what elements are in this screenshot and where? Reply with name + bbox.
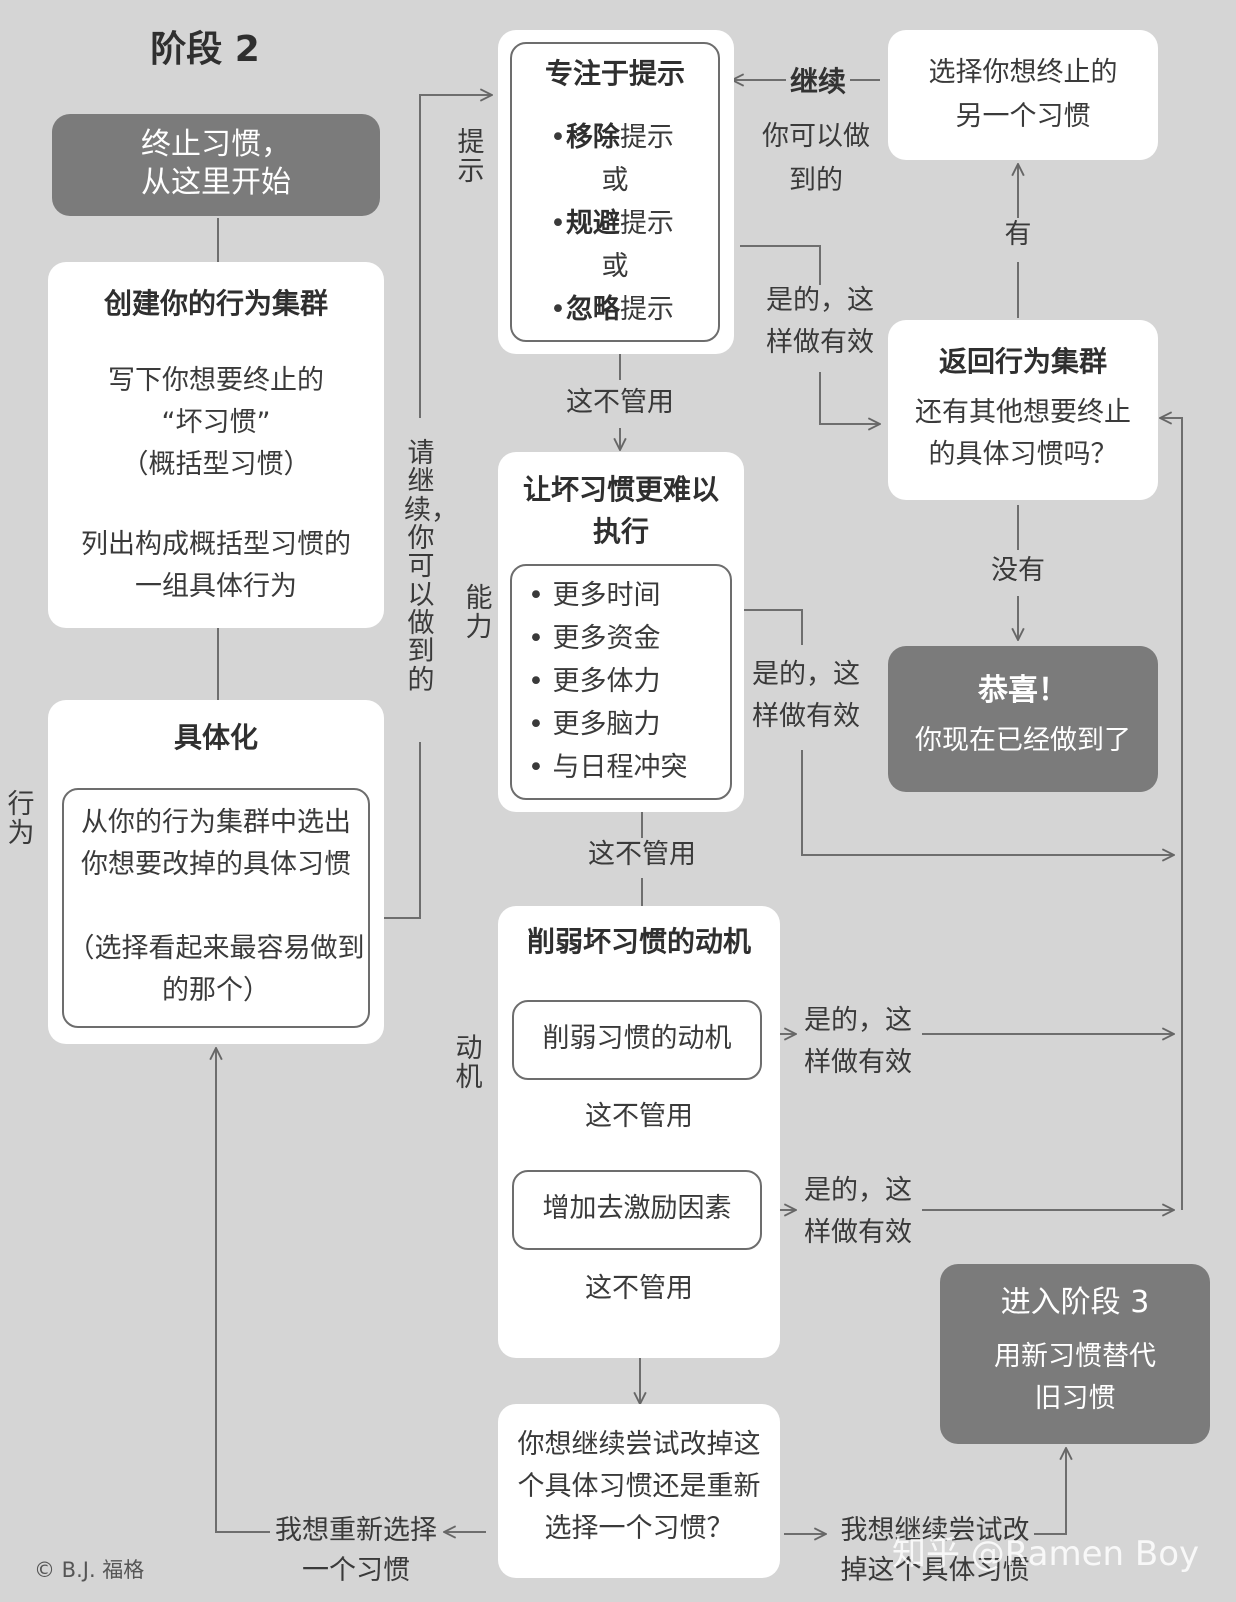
specify-title: 具体化 — [173, 721, 258, 754]
return-cluster-box: 返回行为集群 还有其他想要终止 的具体习惯吗？ — [888, 320, 1158, 500]
prompt-item-avoid: •规避提示 — [550, 208, 674, 239]
choose-another-box: 选择你想终止的 另一个习惯 — [888, 30, 1158, 160]
congrats-sub: 你现在已经做到了 — [915, 725, 1131, 756]
ability-item-time: • 更多时间 — [528, 580, 661, 611]
prompt-item-remove: •移除提示 — [550, 122, 674, 153]
specify-line4: 的那个） — [162, 975, 270, 1006]
stage-title: 阶段 2 — [150, 29, 260, 70]
motivation-sub1-box: 削弱习惯的动机 — [512, 1000, 762, 1080]
cluster-step2-line1: 列出构成概括型习惯的 — [81, 529, 351, 560]
cluster-step1-line1: 写下你想要终止的 — [108, 365, 324, 396]
cluster-step1-line3: （概括型习惯） — [121, 449, 311, 480]
specify-inner-box: 从你的行为集群中选出 你想要改掉的具体习惯 （选择看起来最容易做到 的那个） — [62, 788, 370, 1028]
prompt-title: 专注于提示 — [544, 57, 685, 90]
label-you-can-line1: 你可以做 — [762, 121, 870, 152]
label-none: 没有 — [991, 555, 1045, 586]
congrats-title: 恭喜！ — [978, 673, 1068, 708]
ability-title-line2: 执行 — [592, 515, 649, 548]
motivation-sub2-box: 增加去激励因素 — [512, 1170, 762, 1250]
prompt-inner-box: 专注于提示 •移除提示 或 •规避提示 或 •忽略提示 — [510, 42, 720, 342]
watermark: 知乎 @Ramen Boy — [892, 1534, 1200, 1574]
behavior-cluster-box: 创建你的行为集群 写下你想要终止的 “坏习惯” （概括型习惯） 列出构成概括型习… — [48, 262, 384, 628]
label-yes-ability-line2: 样做有效 — [752, 701, 860, 732]
label-continue: 继续 — [789, 65, 846, 98]
choose-another-line1: 选择你想终止的 — [928, 57, 1118, 88]
label-yes-ability-line1: 是的，这 — [752, 659, 860, 690]
motivation-title: 削弱坏习惯的动机 — [526, 925, 751, 958]
label-yes-motivation2-line2: 样做有效 — [804, 1217, 912, 1248]
label-reselect-line2: 一个习惯 — [302, 1555, 410, 1586]
prompt-item-ignore: •忽略提示 — [550, 294, 674, 325]
label-keep-line2: 掉这个具体习惯 — [840, 1555, 1030, 1586]
return-line1: 还有其他想要终止 — [915, 397, 1131, 428]
motivation-sub1: 削弱习惯的动机 — [542, 1023, 732, 1054]
label-keep-line1: 我想继续尝试改 — [840, 1515, 1030, 1546]
label-yes-motivation1-line2: 样做有效 — [804, 1047, 912, 1078]
ability-title-line1: 让坏习惯更难以 — [522, 473, 719, 506]
label-continue-vertical: 请继续，你可以做到的 — [404, 438, 458, 696]
ability-item-physical: • 更多体力 — [528, 666, 661, 697]
arrow-to-stage3 — [1034, 1448, 1066, 1535]
cluster-title: 创建你的行为集群 — [103, 287, 328, 320]
label-yes-motivation1-line1: 是的，这 — [804, 1005, 912, 1036]
prompt-box: 专注于提示 •移除提示 或 •规避提示 或 •忽略提示 — [498, 30, 734, 354]
label-yes-prompt-line1: 是的，这 — [766, 285, 874, 316]
label-motivation: 动机 — [455, 1033, 483, 1094]
specify-line3: （选择看起来最容易做到 — [67, 933, 365, 964]
label-yes-prompt-line2: 样做有效 — [766, 327, 874, 358]
label-not-work-ability: 这不管用 — [588, 839, 696, 870]
question-line2: 个具体习惯还是重新 — [517, 1471, 761, 1502]
label-ability: 能力 — [465, 583, 493, 644]
stage3-line1: 用新习惯替代 — [994, 1341, 1156, 1372]
motivation-not-work-2: 这不管用 — [585, 1273, 693, 1304]
arrow-to-return — [1160, 418, 1183, 1210]
ability-item-money: • 更多资金 — [528, 623, 661, 654]
arrow-prompt-yes — [819, 372, 880, 424]
label-not-work-prompt: 这不管用 — [566, 387, 674, 418]
ability-box: 让坏习惯更难以 执行 • 更多时间 • 更多资金 • 更多体力 • 更多脑力 •… — [498, 452, 744, 812]
arrow-ability-yes — [801, 750, 1174, 855]
start-line1: 终止习惯， — [141, 127, 291, 162]
arrow-to-specify — [216, 1048, 270, 1533]
stage3-title: 进入阶段 3 — [1000, 1285, 1150, 1320]
prompt-or-2: 或 — [601, 251, 629, 282]
copyright: © B.J. 福格 — [34, 1558, 145, 1582]
start-line2: 从这里开始 — [141, 165, 291, 200]
specify-line1: 从你的行为集群中选出 — [81, 807, 351, 838]
congrats-box: 恭喜！ 你现在已经做到了 — [888, 646, 1158, 792]
stage3-line2: 旧习惯 — [1034, 1383, 1116, 1414]
cluster-step2-line2: 一组具体行为 — [135, 571, 297, 602]
label-behavior: 行为 — [7, 789, 35, 850]
specify-box: 具体化 从你的行为集群中选出 你想要改掉的具体习惯 （选择看起来最容易做到 的那… — [48, 700, 384, 1044]
cluster-step1-line2: “坏习惯” — [161, 407, 271, 438]
label-yes-motivation2-line1: 是的，这 — [804, 1175, 912, 1206]
motivation-sub2: 增加去激励因素 — [542, 1193, 732, 1224]
ability-item-schedule: • 与日程冲突 — [528, 752, 688, 783]
stage3-box: 进入阶段 3 用新习惯替代 旧习惯 — [940, 1264, 1210, 1444]
start-box: 终止习惯， 从这里开始 — [52, 114, 380, 216]
question-line3: 选择一个习惯？ — [544, 1513, 734, 1544]
motivation-box: 削弱坏习惯的动机 削弱习惯的动机 这不管用 增加去激励因素 这不管用 — [498, 906, 780, 1358]
return-line2: 的具体习惯吗？ — [928, 439, 1118, 470]
label-have: 有 — [1004, 219, 1032, 250]
arrow-to-prompt — [419, 95, 492, 418]
return-title: 返回行为集群 — [938, 345, 1107, 378]
ability-item-mental: • 更多脑力 — [528, 709, 661, 740]
choose-another-line2: 另一个习惯 — [955, 101, 1091, 132]
label-prompt: 提示 — [457, 127, 485, 188]
label-reselect-line1: 我想重新选择 — [275, 1515, 437, 1546]
question-box: 你想继续尝试改掉这 个具体习惯还是重新 选择一个习惯？ — [498, 1404, 780, 1578]
ability-inner-box: • 更多时间 • 更多资金 • 更多体力 • 更多脑力 • 与日程冲突 — [510, 564, 732, 800]
prompt-or-1: 或 — [601, 165, 629, 196]
motivation-not-work-1: 这不管用 — [585, 1101, 693, 1132]
specify-line2: 你想要改掉的具体习惯 — [81, 849, 351, 880]
question-line1: 你想继续尝试改掉这 — [517, 1429, 761, 1460]
label-you-can-line2: 到的 — [789, 165, 843, 196]
